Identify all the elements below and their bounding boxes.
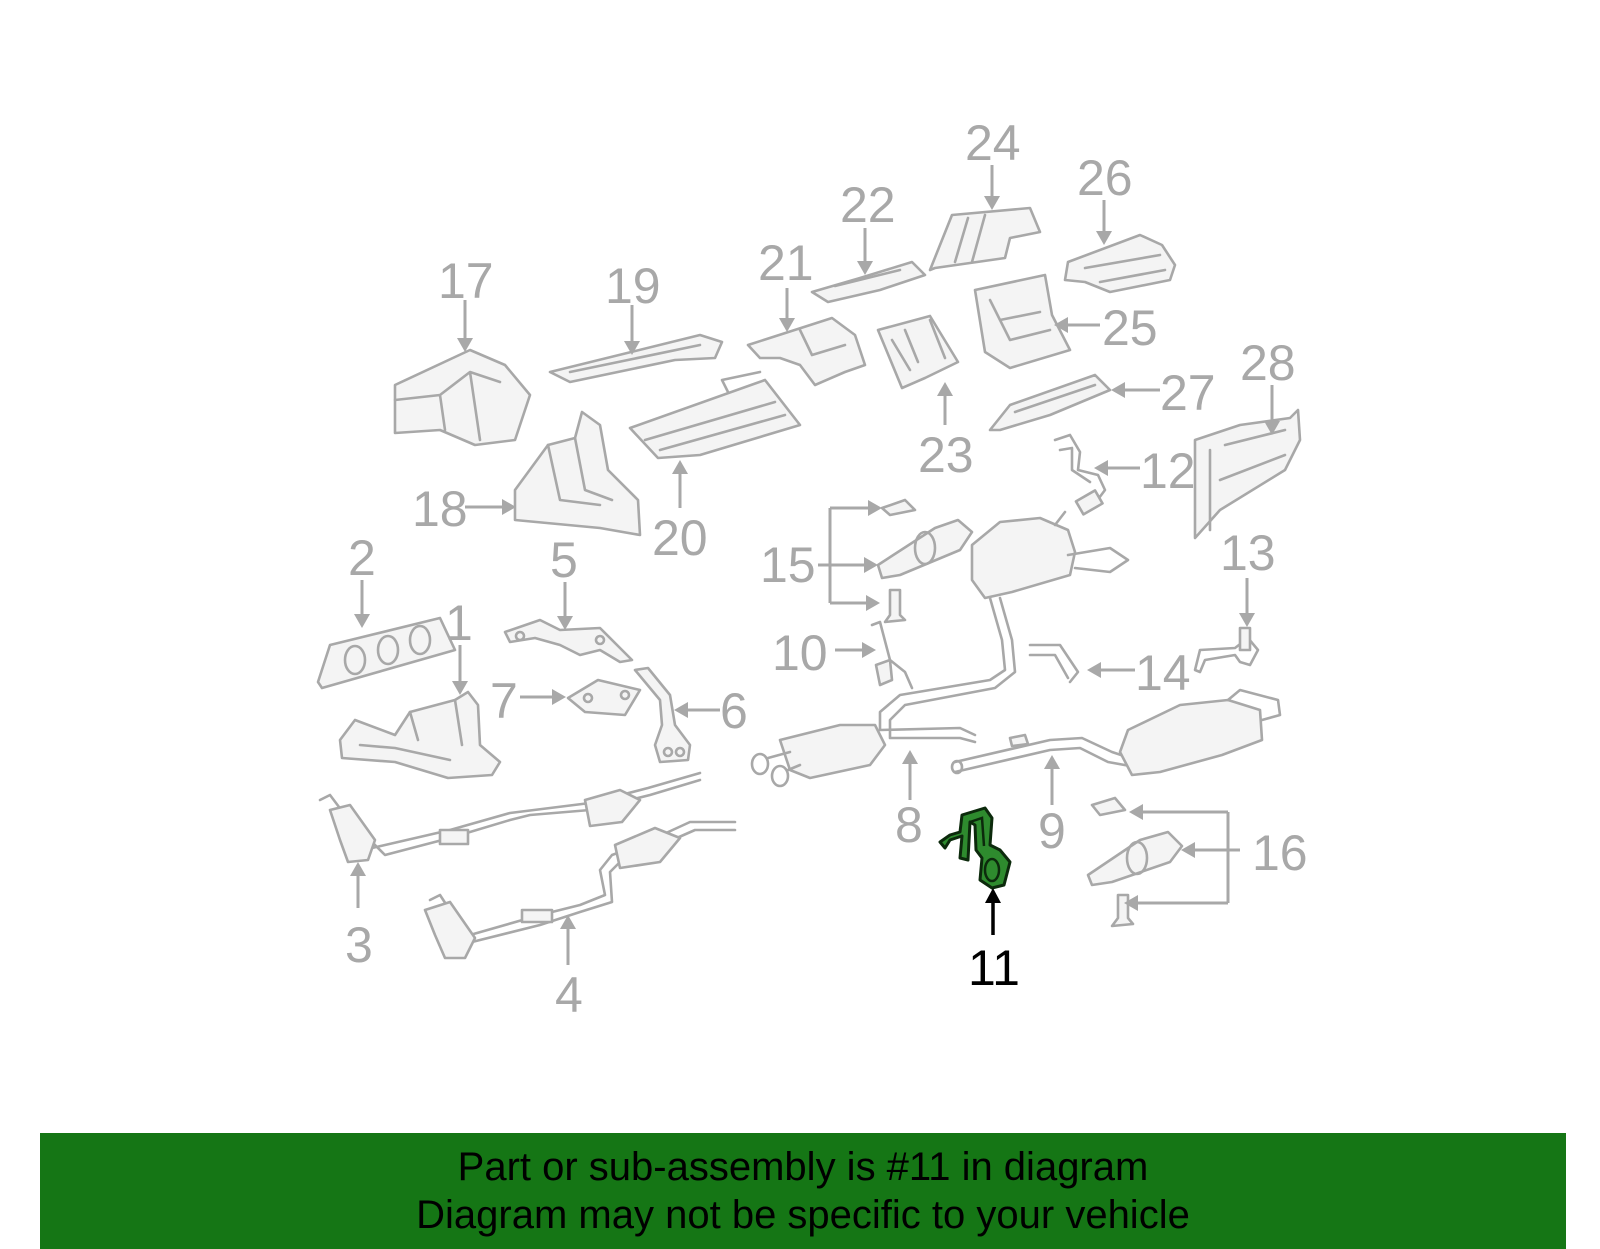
- callout-27: 27: [1160, 365, 1216, 421]
- part-9-rear-muffler[interactable]: [950, 688, 1282, 777]
- callout-23: 23: [918, 427, 974, 483]
- callout-19: 19: [605, 258, 661, 314]
- callout-28: 28: [1240, 335, 1296, 391]
- part-17-heat-shield[interactable]: [393, 348, 532, 447]
- callout-7: 7: [490, 673, 518, 729]
- callout-15: 15: [760, 537, 816, 593]
- callout-16: 16: [1252, 825, 1308, 881]
- callout-1: 1: [445, 595, 473, 651]
- callout-14: 14: [1135, 645, 1191, 701]
- callout-6: 6: [720, 683, 748, 739]
- part-15-tailpipe-tip[interactable]: [876, 498, 974, 624]
- part-20-heat-shield[interactable]: [628, 370, 802, 460]
- callout-18: 18: [412, 481, 468, 537]
- part-24-heat-shield[interactable]: [928, 206, 1042, 272]
- part-4-converter-pipe[interactable]: [423, 820, 737, 960]
- callout-22: 22: [840, 177, 896, 233]
- callout-2: 2: [348, 530, 376, 586]
- callout-12: 12: [1140, 443, 1196, 499]
- part-25-heat-shield[interactable]: [973, 273, 1072, 370]
- callout-24: 24: [965, 115, 1021, 171]
- banner-disclaimer: Diagram may not be specific to your vehi…: [416, 1193, 1190, 1237]
- part-23-heat-shield[interactable]: [876, 314, 960, 390]
- callout-21: 21: [758, 235, 814, 291]
- part-28-heat-shield[interactable]: [1193, 408, 1302, 540]
- callout-8: 8: [895, 797, 923, 853]
- callout-11: 11: [968, 940, 1020, 996]
- part-2-manifold-gasket[interactable]: [316, 616, 457, 690]
- part-16-tailpipe-tip[interactable]: [1086, 796, 1184, 928]
- callout-10: 10: [772, 625, 828, 681]
- part-19-heat-shield[interactable]: [548, 333, 724, 384]
- callout-20: 20: [652, 510, 708, 566]
- part-11-hanger-highlighted[interactable]: [938, 806, 1012, 890]
- info-banner: Part or sub-assembly is #11 in diagram D…: [40, 1133, 1566, 1249]
- part-13-hanger[interactable]: [1193, 626, 1260, 674]
- callout-26: 26: [1077, 150, 1133, 206]
- callout-25: 25: [1102, 300, 1158, 356]
- part-18-heat-shield[interactable]: [513, 410, 642, 537]
- callout-4: 4: [555, 967, 583, 1023]
- part-6-bracket[interactable]: [633, 666, 692, 764]
- part-1-exhaust-manifold[interactable]: [338, 690, 502, 780]
- part-3-converter-pipe[interactable]: [318, 771, 702, 864]
- callout-3: 3: [345, 917, 373, 973]
- part-27-heat-shield[interactable]: [988, 373, 1112, 432]
- part-8-intermediate-pipe[interactable]: [750, 510, 1130, 788]
- part-21-heat-shield[interactable]: [746, 316, 867, 387]
- part-22-heat-shield[interactable]: [810, 260, 927, 304]
- callout-17: 17: [438, 253, 494, 309]
- callout-5: 5: [550, 532, 578, 588]
- part-12-hanger[interactable]: [1053, 433, 1107, 516]
- callout-9: 9: [1038, 803, 1066, 859]
- callout-13: 13: [1220, 525, 1276, 581]
- part-26-heat-shield[interactable]: [1063, 233, 1177, 294]
- part-14-hanger[interactable]: [1028, 643, 1080, 684]
- part-7-mount-plate[interactable]: [566, 678, 642, 717]
- part-5-bracket[interactable]: [503, 618, 634, 664]
- part-10-hanger[interactable]: [870, 620, 914, 690]
- banner-part-note: Part or sub-assembly is #11 in diagram: [457, 1145, 1149, 1189]
